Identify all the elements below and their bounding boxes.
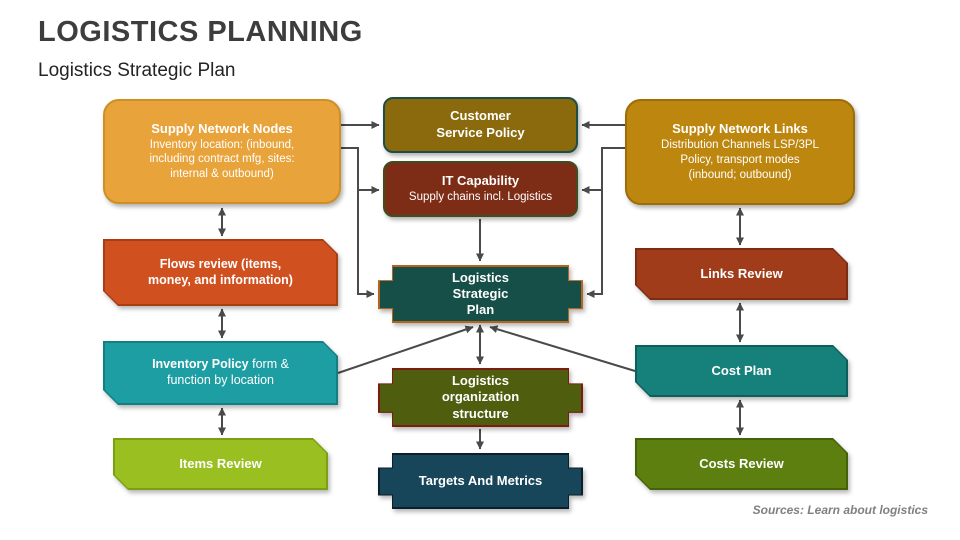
node-links-review[interactable]: Links Review bbox=[635, 248, 848, 300]
node-title: Supply Network Nodes bbox=[151, 120, 293, 136]
connector-nodes-plan bbox=[341, 147, 375, 298]
node-title: IT Capability bbox=[441, 173, 520, 189]
node-targets-and-metrics[interactable]: Targets And Metrics bbox=[378, 453, 583, 509]
node-cost-plan[interactable]: Cost Plan bbox=[635, 345, 848, 397]
node-title: Logistics Strategic Plan bbox=[451, 269, 510, 318]
node-title: Targets And Metrics bbox=[418, 472, 543, 488]
node-title: Logistics organization structure bbox=[441, 373, 520, 421]
node-title: Customer Service Policy bbox=[436, 108, 525, 140]
node-supply-network-nodes[interactable]: Supply Network Nodes Inventory location:… bbox=[103, 99, 341, 204]
node-title: Inventory Policy bbox=[152, 357, 249, 372]
node-supply-network-links[interactable]: Supply Network Links Distribution Channe… bbox=[625, 99, 855, 205]
node-body: form & function by location bbox=[166, 357, 289, 387]
connector-links-plan bbox=[586, 147, 625, 298]
node-title: Flows review (items, money, and informat… bbox=[148, 256, 293, 287]
node-inventory-policy[interactable]: Inventory Policy form & function by loca… bbox=[103, 341, 338, 405]
node-title: Costs Review bbox=[699, 455, 784, 471]
connector-inventory-plan bbox=[337, 325, 474, 374]
node-items-review[interactable]: Items Review bbox=[113, 438, 328, 490]
page-title: LOGISTICS PLANNING bbox=[38, 16, 363, 48]
node-customer-service-policy[interactable]: Customer Service Policy bbox=[383, 97, 578, 153]
node-logistics-organization-structure[interactable]: Logistics organization structure bbox=[378, 368, 583, 427]
page-subtitle: Logistics Strategic Plan bbox=[38, 60, 236, 81]
node-it-capability[interactable]: IT Capability Supply chains incl. Logist… bbox=[383, 161, 578, 217]
connector-costplan-plan bbox=[489, 325, 636, 372]
source-note: Sources: Learn about logistics bbox=[752, 503, 928, 517]
node-logistics-strategic-plan[interactable]: Logistics Strategic Plan bbox=[378, 265, 583, 323]
node-title: Items Review bbox=[179, 455, 262, 471]
node-flows-review[interactable]: Flows review (items, money, and informat… bbox=[103, 239, 338, 306]
node-title: Cost Plan bbox=[711, 362, 772, 378]
node-body: Distribution Channels LSP/3PL Policy, tr… bbox=[661, 139, 819, 181]
node-costs-review[interactable]: Costs Review bbox=[635, 438, 848, 490]
node-body: Supply chains incl. Logistics bbox=[408, 190, 553, 203]
node-title: Supply Network Links bbox=[672, 121, 808, 137]
node-title: Links Review bbox=[700, 265, 783, 281]
node-body: Inventory location: (inbound, including … bbox=[149, 138, 295, 181]
